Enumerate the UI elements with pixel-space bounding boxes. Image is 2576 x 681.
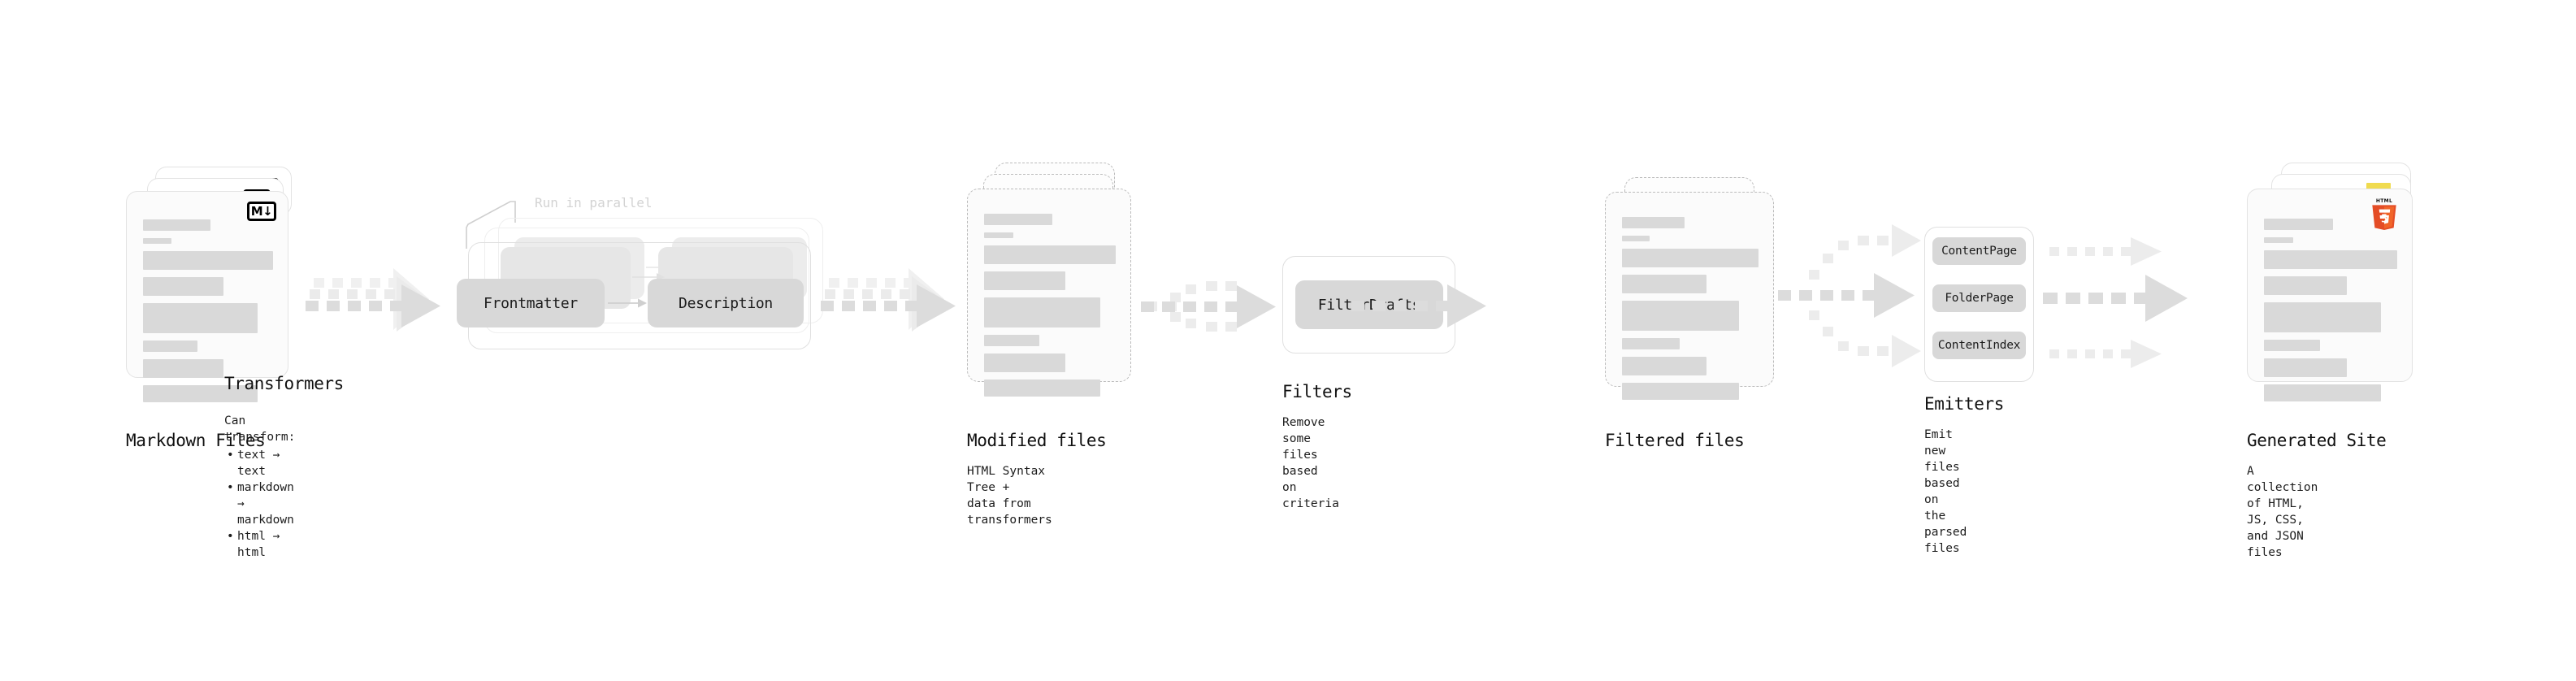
doc-line (143, 303, 258, 333)
doc-content-lines (2264, 219, 2397, 409)
transformer-chip-description[interactable]: Description (648, 279, 804, 327)
connector-modified-to-filters (1141, 281, 1276, 332)
filtered-card-front (1605, 192, 1774, 400)
connector-filtered-to-emitters (1778, 224, 1921, 367)
doc-line (984, 380, 1100, 397)
transformers-bullet: html → html (227, 528, 295, 561)
doc-line (984, 354, 1066, 372)
doc-line (1622, 357, 1707, 375)
doc-line (984, 232, 1013, 238)
doc-line (143, 219, 211, 231)
transformers-caption: Can transform: text → text markdown → ma… (224, 413, 295, 561)
transformers-bullet: markdown → markdown (227, 479, 295, 528)
generated-site-title: Generated Site (2247, 431, 2387, 450)
doc-line (2264, 250, 2397, 269)
modified-files-title: Modified files (967, 431, 1107, 450)
modified-card-front (967, 189, 1131, 397)
doc-line (2264, 384, 2382, 401)
markdown-glyph: M↓ (247, 202, 276, 221)
markdown-logo-icon: M↓ (247, 202, 276, 221)
doc-line (984, 214, 1053, 225)
modified-files-subtitle: HTML Syntax Tree + data from transformer… (967, 465, 1052, 527)
filters-title: Filters (1282, 382, 1352, 401)
doc-line (1622, 217, 1685, 228)
doc-content-lines (143, 219, 273, 410)
doc-line (143, 359, 224, 378)
emitters-chip-contentpage[interactable]: ContentPage (1932, 237, 2026, 265)
emitters-subtitle: Emit new files based on the parsed files (1924, 428, 1967, 555)
doc-line (143, 277, 224, 296)
markdown-card-front: M↓ (126, 191, 288, 402)
svg-text:5: 5 (2381, 214, 2387, 226)
doc-line (984, 335, 1040, 346)
transformers-title: Transformers (224, 374, 344, 393)
filtered-files-title: Filtered files (1605, 431, 1745, 450)
emitters-chip-folderpage[interactable]: FolderPage (1932, 284, 2026, 312)
doc-line (143, 340, 198, 352)
doc-line (1622, 301, 1740, 331)
filters-chip-filterdrafts[interactable]: FilterDrafts (1295, 280, 1443, 329)
doc-line (2264, 302, 2382, 332)
doc-line (2264, 276, 2347, 295)
doc-line (984, 297, 1100, 327)
svg-text:HTML: HTML (2376, 198, 2392, 204)
doc-line (2264, 237, 2294, 243)
doc-line (1622, 338, 1680, 349)
doc-line (984, 271, 1066, 290)
site-card-front: HTML 5 (2247, 189, 2413, 401)
connector-transformers-to-modified (821, 268, 956, 332)
doc-content-lines (1622, 217, 1759, 407)
emitters-group-box (1924, 227, 2034, 382)
doc-line (1622, 249, 1759, 267)
transformer-inner-arrow-front (608, 298, 647, 308)
transformer-chip-frontmatter[interactable]: Frontmatter (457, 279, 605, 327)
doc-content-lines (984, 214, 1116, 404)
run-in-parallel-label: Run in parallel (535, 195, 653, 210)
doc-line (2264, 358, 2347, 377)
emitters-title: Emitters (1924, 394, 2004, 414)
doc-line (1622, 236, 1650, 241)
doc-line (143, 238, 172, 244)
run-in-parallel-bracket (466, 201, 516, 249)
doc-line (2264, 219, 2334, 230)
doc-line (1622, 275, 1707, 293)
doc-line (143, 251, 273, 270)
html5-logo-icon: HTML 5 (2370, 197, 2399, 233)
transformers-bullet-list: text → text markdown → markdown html → h… (224, 447, 295, 561)
doc-line (1622, 383, 1740, 400)
html5-glyph: HTML 5 (2372, 198, 2396, 230)
doc-line (143, 385, 258, 402)
connector-emitters-to-site (2043, 237, 2188, 368)
transformers-caption-lead: Can transform: (224, 414, 296, 444)
emitters-chip-contentindex[interactable]: ContentIndex (1932, 332, 2026, 359)
doc-line (2264, 340, 2320, 351)
doc-line (984, 245, 1116, 264)
generated-site-subtitle: A collection of HTML, JS, CSS, and JSON … (2247, 465, 2318, 559)
transformers-bullet: text → text (227, 447, 295, 479)
filters-subtitle: Remove some files based on criteria (1282, 416, 1339, 510)
connector-filters-to-filtered (1351, 284, 1486, 327)
connector-markdown-to-transformers (306, 268, 440, 332)
